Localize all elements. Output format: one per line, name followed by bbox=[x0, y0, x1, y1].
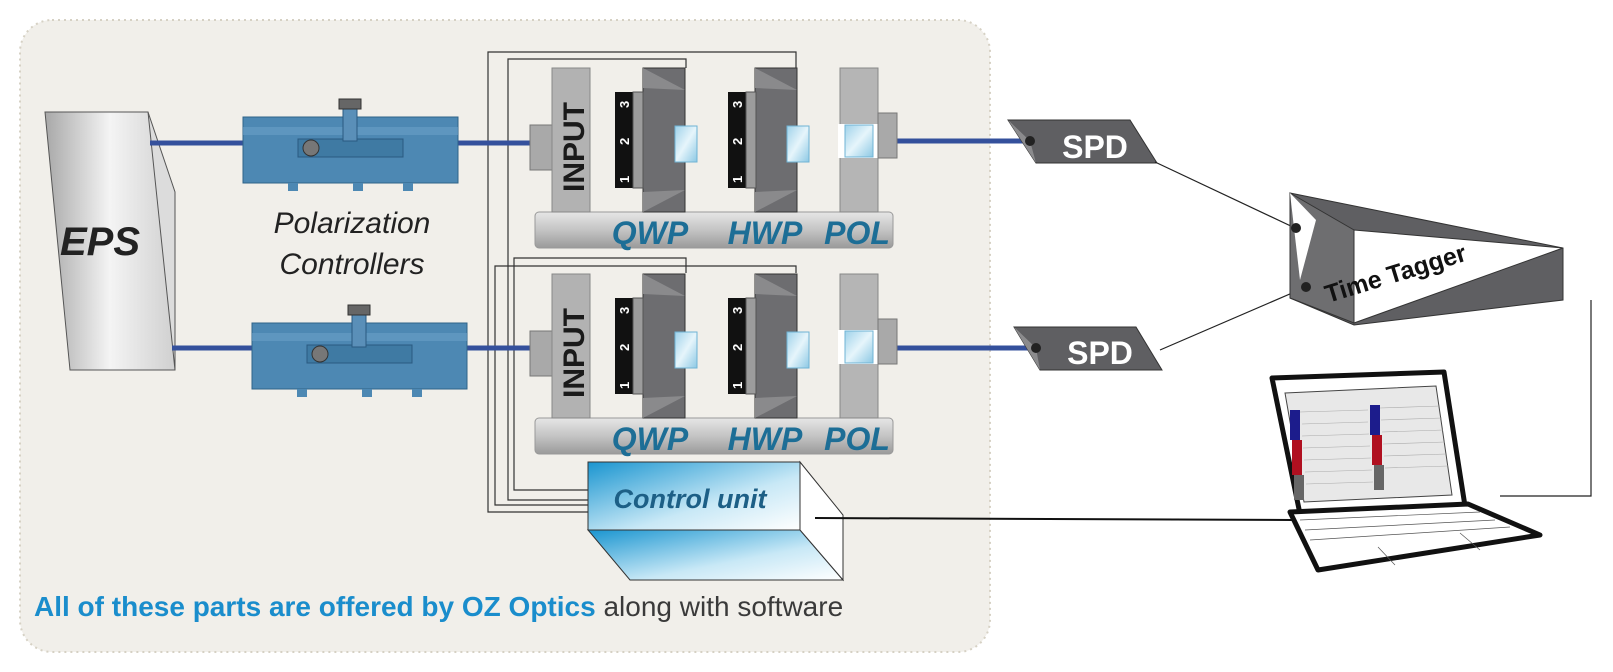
qwp-scale-3: 3 bbox=[617, 307, 632, 314]
laptop-screen-table bbox=[1290, 405, 1449, 500]
qwp-scale-1: 1 bbox=[617, 176, 632, 183]
control-wires bbox=[487, 51, 797, 513]
qwp-scale-3: 3 bbox=[617, 101, 632, 108]
input-label-bottom: INPUT bbox=[558, 308, 591, 398]
eps-label: EPS bbox=[60, 220, 140, 264]
pol-label-top: POL bbox=[824, 215, 890, 251]
input-label-top: INPUT bbox=[558, 102, 591, 192]
qwp-scale-2: 2 bbox=[617, 138, 632, 145]
spd-top-label: SPD bbox=[1062, 129, 1128, 165]
hwp-scale-2: 2 bbox=[730, 138, 745, 145]
qwp-label-top: QWP bbox=[612, 215, 689, 251]
qwp-label-bottom: QWP bbox=[612, 421, 689, 457]
polarization-label-1: Polarization bbox=[274, 207, 431, 240]
hwp-scale-3: 3 bbox=[730, 101, 745, 108]
control-unit-label: Control unit bbox=[614, 484, 768, 514]
qwp-scale-2: 2 bbox=[617, 344, 632, 351]
time-tagger: Time Tagger bbox=[1289, 192, 1564, 326]
footer-highlight: All of these parts are offered by OZ Opt… bbox=[34, 591, 596, 622]
hwp-scale-3: 3 bbox=[730, 307, 745, 314]
hwp-label-bottom: HWP bbox=[728, 421, 803, 457]
footer-text: All of these parts are offered by OZ Opt… bbox=[34, 591, 843, 622]
spd-bottom-label: SPD bbox=[1067, 335, 1133, 371]
footer-rest: along with software bbox=[596, 591, 843, 622]
signal-cables bbox=[1154, 161, 1592, 497]
hwp-scale-1: 1 bbox=[730, 382, 745, 389]
hwp-scale-2: 2 bbox=[730, 344, 745, 351]
laptop bbox=[1269, 369, 1543, 573]
control-unit: Control unit bbox=[586, 460, 845, 582]
eps-source: EPS bbox=[44, 111, 176, 371]
hwp-label-top: HWP bbox=[728, 215, 803, 251]
pol-label-bottom: POL bbox=[824, 421, 890, 457]
polarization-label-2: Controllers bbox=[279, 248, 424, 281]
spd-bottom: SPD bbox=[1013, 326, 1163, 371]
qwp-scale-1: 1 bbox=[617, 382, 632, 389]
usb-cable bbox=[814, 517, 1293, 521]
hwp-scale-1: 1 bbox=[730, 176, 745, 183]
fibers bbox=[150, 138, 1036, 351]
spd-top: SPD bbox=[1007, 119, 1158, 165]
